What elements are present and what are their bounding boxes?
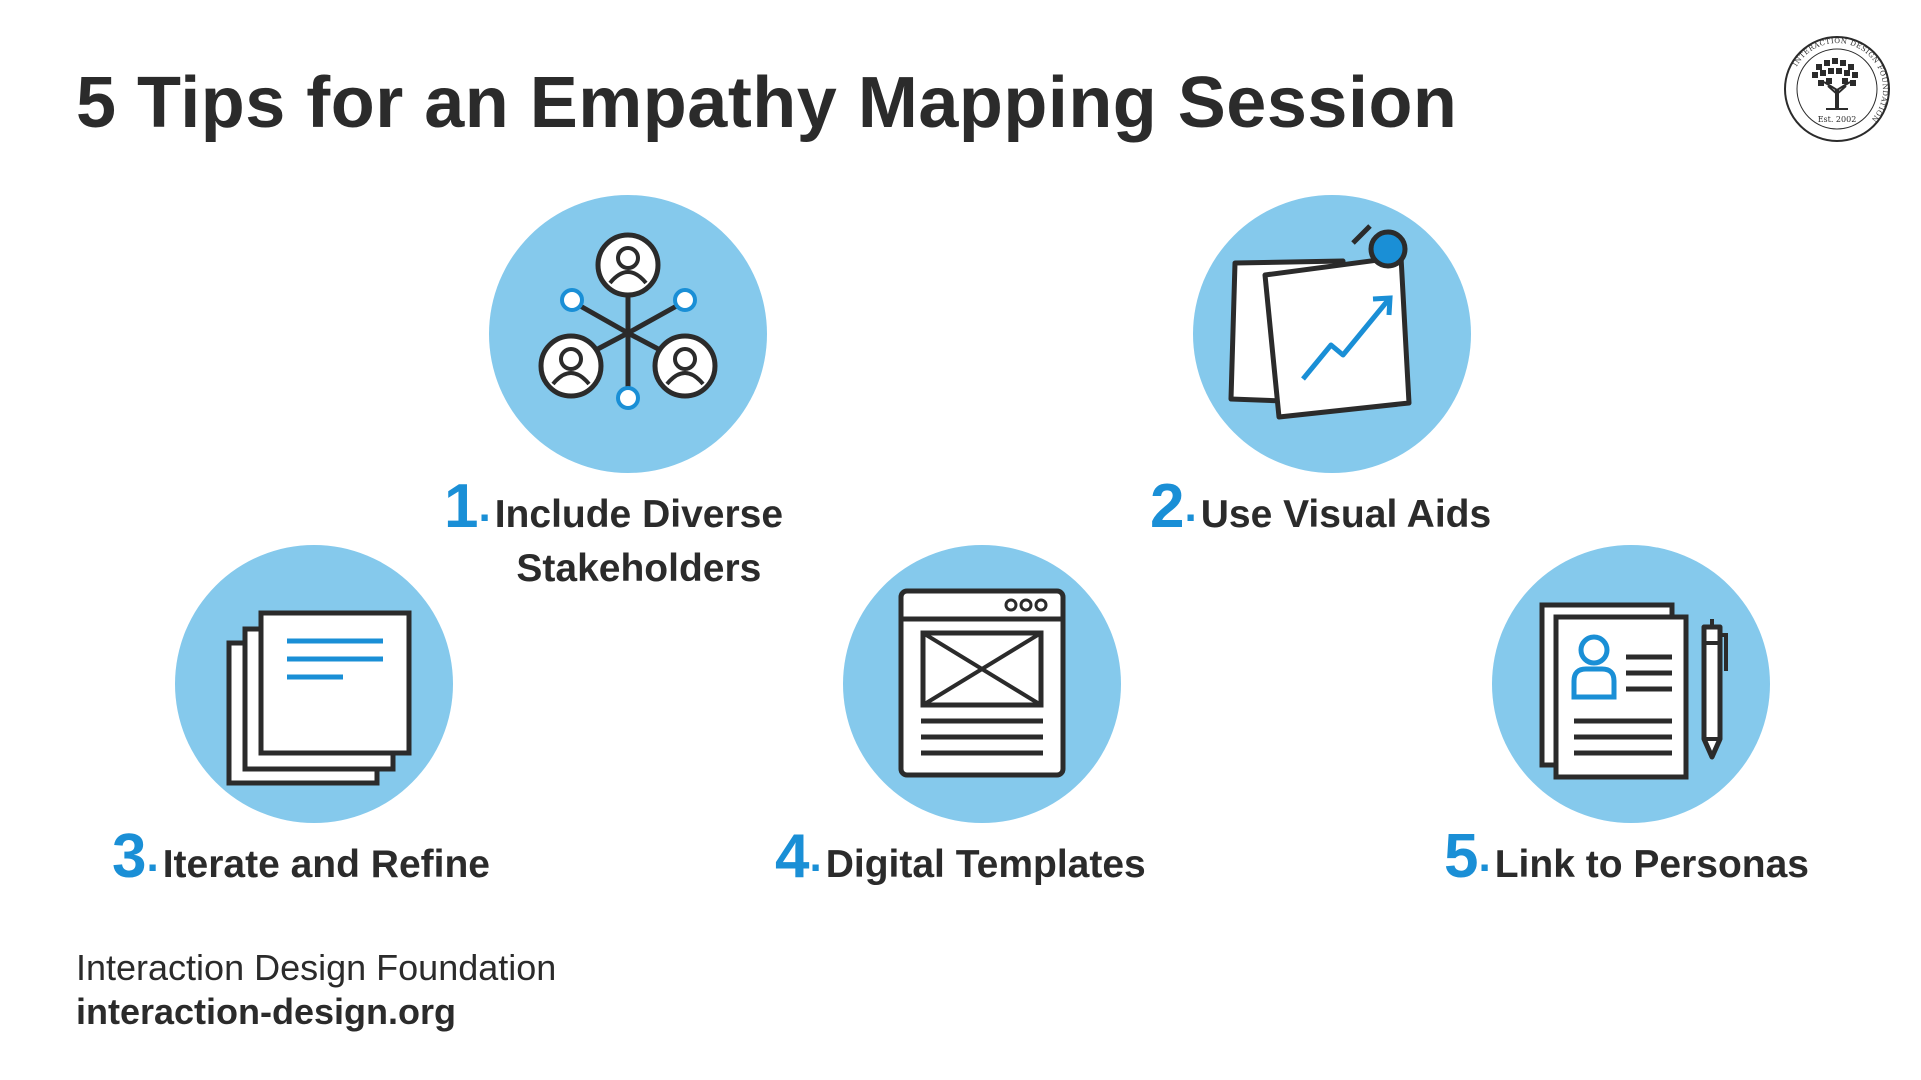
persona-profile-icon [1539, 602, 1728, 780]
tip-2: 2 . Use Visual Aids [1150, 476, 1491, 542]
tip-2-circle [1193, 195, 1471, 473]
tip-3-dot: . [146, 832, 159, 881]
tip-1-label-line1: Include Diverse [494, 493, 784, 536]
tip-3-label: Iterate and Refine [162, 843, 490, 886]
tip-5-label: Link to Personas [1494, 843, 1809, 886]
tip-1-number: 1 [444, 472, 479, 541]
logo-established: Est. 2002 [1818, 115, 1857, 124]
idf-logo: INTERACTION DESIGN FOUNDATION Est. 2002 [1782, 34, 1892, 144]
tip-2-dot: . [1184, 482, 1197, 531]
tip-5-number: 5 [1444, 822, 1479, 891]
tip-5-dot: . [1478, 832, 1491, 881]
tip-3: 3 . Iterate and Refine [112, 826, 490, 892]
tip-5-circle [1492, 545, 1770, 823]
tip-1-circle [489, 195, 767, 473]
tip-4-dot: . [809, 832, 822, 881]
tip-1-label-line2: Stakeholders [516, 547, 762, 590]
page-title: 5 Tips for an Empathy Mapping Session [76, 63, 1458, 143]
tree-icon [1812, 58, 1858, 110]
people-network-icon [538, 232, 718, 410]
tip-1-dot: . [478, 482, 491, 531]
tip-4-circle [843, 545, 1121, 823]
browser-wireframe-icon [898, 588, 1066, 778]
tip-4-label: Digital Templates [825, 843, 1146, 886]
tip-2-number: 2 [1150, 472, 1185, 541]
tip-4: 4 . Digital Templates [775, 826, 1146, 892]
tip-2-label: Use Visual Aids [1200, 493, 1492, 536]
footer-url[interactable]: interaction-design.org [76, 991, 457, 1032]
pinned-chart-notes-icon [1228, 224, 1412, 420]
tip-3-circle [175, 545, 453, 823]
tip-3-number: 3 [112, 822, 147, 891]
tip-4-number: 4 [775, 822, 810, 891]
stacked-documents-icon [226, 610, 412, 786]
footer-org-name: Interaction Design Foundation [76, 947, 557, 988]
tip-5: 5 . Link to Personas [1444, 826, 1809, 892]
footer: Interaction Design Foundation interactio… [76, 946, 556, 1034]
